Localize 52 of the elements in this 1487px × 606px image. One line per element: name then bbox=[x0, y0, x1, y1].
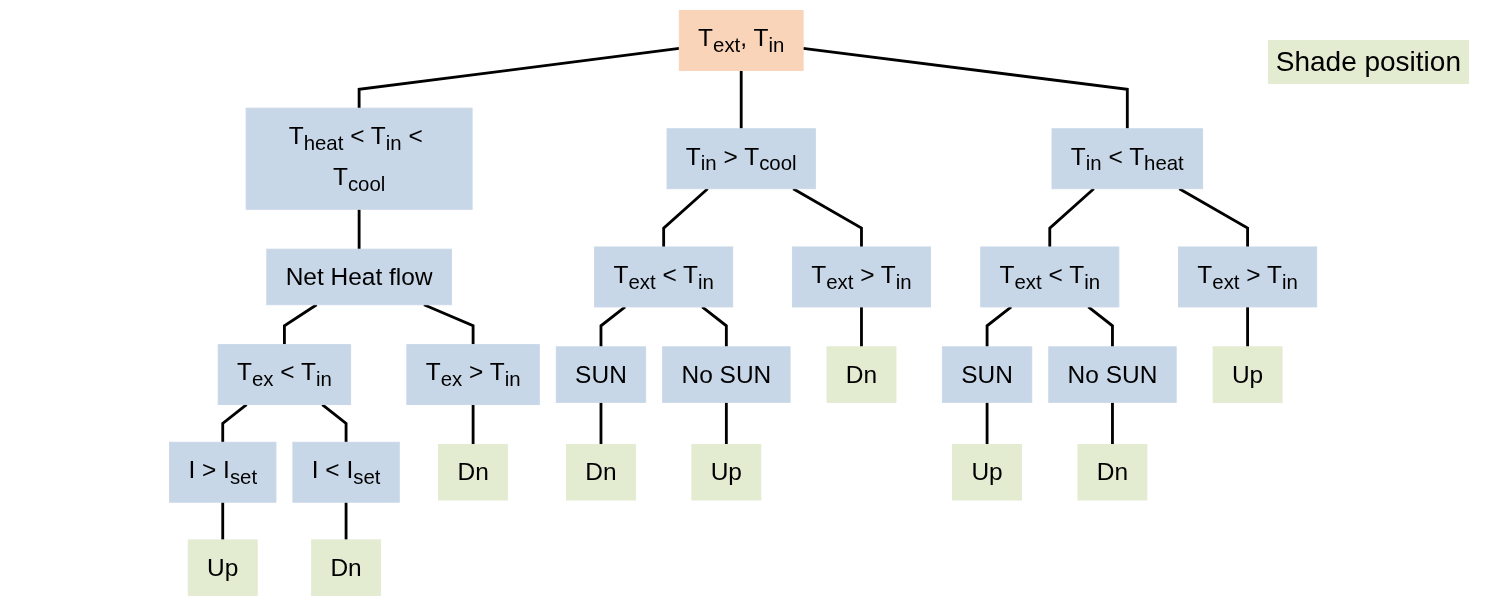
connector bbox=[803, 46, 1130, 129]
node-box: T$_{ext}$, T$_{in}$ bbox=[679, 10, 804, 71]
node-box: Dn bbox=[566, 443, 637, 501]
node-box: SUN bbox=[942, 346, 1033, 403]
connector bbox=[599, 402, 603, 445]
node-box: T$_{ext}$ > T$_{in}$ bbox=[792, 246, 932, 308]
connector bbox=[1048, 187, 1096, 247]
connector bbox=[423, 303, 475, 345]
connector bbox=[1178, 187, 1250, 247]
connector bbox=[1111, 402, 1115, 445]
node-box: Dn bbox=[1077, 443, 1148, 501]
node-box: I > I$_{set}$ bbox=[169, 441, 277, 503]
connector bbox=[358, 209, 361, 250]
node-box: T$_{in}$ > T$_{cool}$ bbox=[666, 128, 817, 190]
node-box: T$_{in}$ < T$_{heat}$ bbox=[1051, 128, 1204, 190]
node-box: Net Heat flow bbox=[266, 248, 453, 306]
connector bbox=[662, 187, 710, 247]
connector bbox=[725, 402, 729, 445]
connector bbox=[221, 403, 248, 443]
node-box: Up bbox=[691, 443, 762, 501]
connector bbox=[701, 305, 729, 347]
node-box: I < I$_{set}$ bbox=[292, 441, 401, 503]
connector bbox=[740, 70, 743, 129]
node-box: SUN bbox=[556, 346, 647, 403]
connector bbox=[1246, 306, 1250, 347]
connector bbox=[599, 305, 627, 347]
node-box: T$_{ex}$ < T$_{in}$ bbox=[218, 344, 352, 406]
connector bbox=[283, 303, 318, 345]
connector bbox=[358, 47, 680, 109]
node-box: T$_{ext}$ < T$_{in}$ bbox=[594, 246, 734, 308]
node-box: Dn bbox=[826, 346, 897, 403]
node-box: T$_{heat}$ < T$_{in}$ < T$_{cool}$ bbox=[246, 107, 473, 210]
node-box: Up bbox=[1213, 346, 1283, 403]
node-box: Up bbox=[952, 443, 1023, 501]
node-box: Up bbox=[188, 539, 259, 596]
connector bbox=[860, 306, 864, 347]
node-box: T$_{ext}$ > T$_{in}$ bbox=[1178, 246, 1318, 308]
connector bbox=[792, 187, 864, 247]
connector bbox=[986, 402, 989, 445]
connector bbox=[986, 305, 1013, 347]
connector bbox=[345, 502, 348, 540]
connector bbox=[1087, 305, 1115, 347]
node-box: No SUN bbox=[662, 346, 791, 403]
connector bbox=[472, 404, 475, 445]
connector bbox=[221, 502, 225, 540]
node-box: T$_{ext}$ < T$_{in}$ bbox=[980, 246, 1120, 308]
legend-item: Shade position bbox=[1267, 40, 1469, 84]
node-box: No SUN bbox=[1048, 346, 1178, 403]
node-box: Dn bbox=[311, 539, 382, 596]
node-box: T$_{ex}$ > T$_{in}$ bbox=[406, 344, 541, 406]
node-box: Dn bbox=[438, 443, 509, 501]
connector bbox=[321, 403, 348, 443]
